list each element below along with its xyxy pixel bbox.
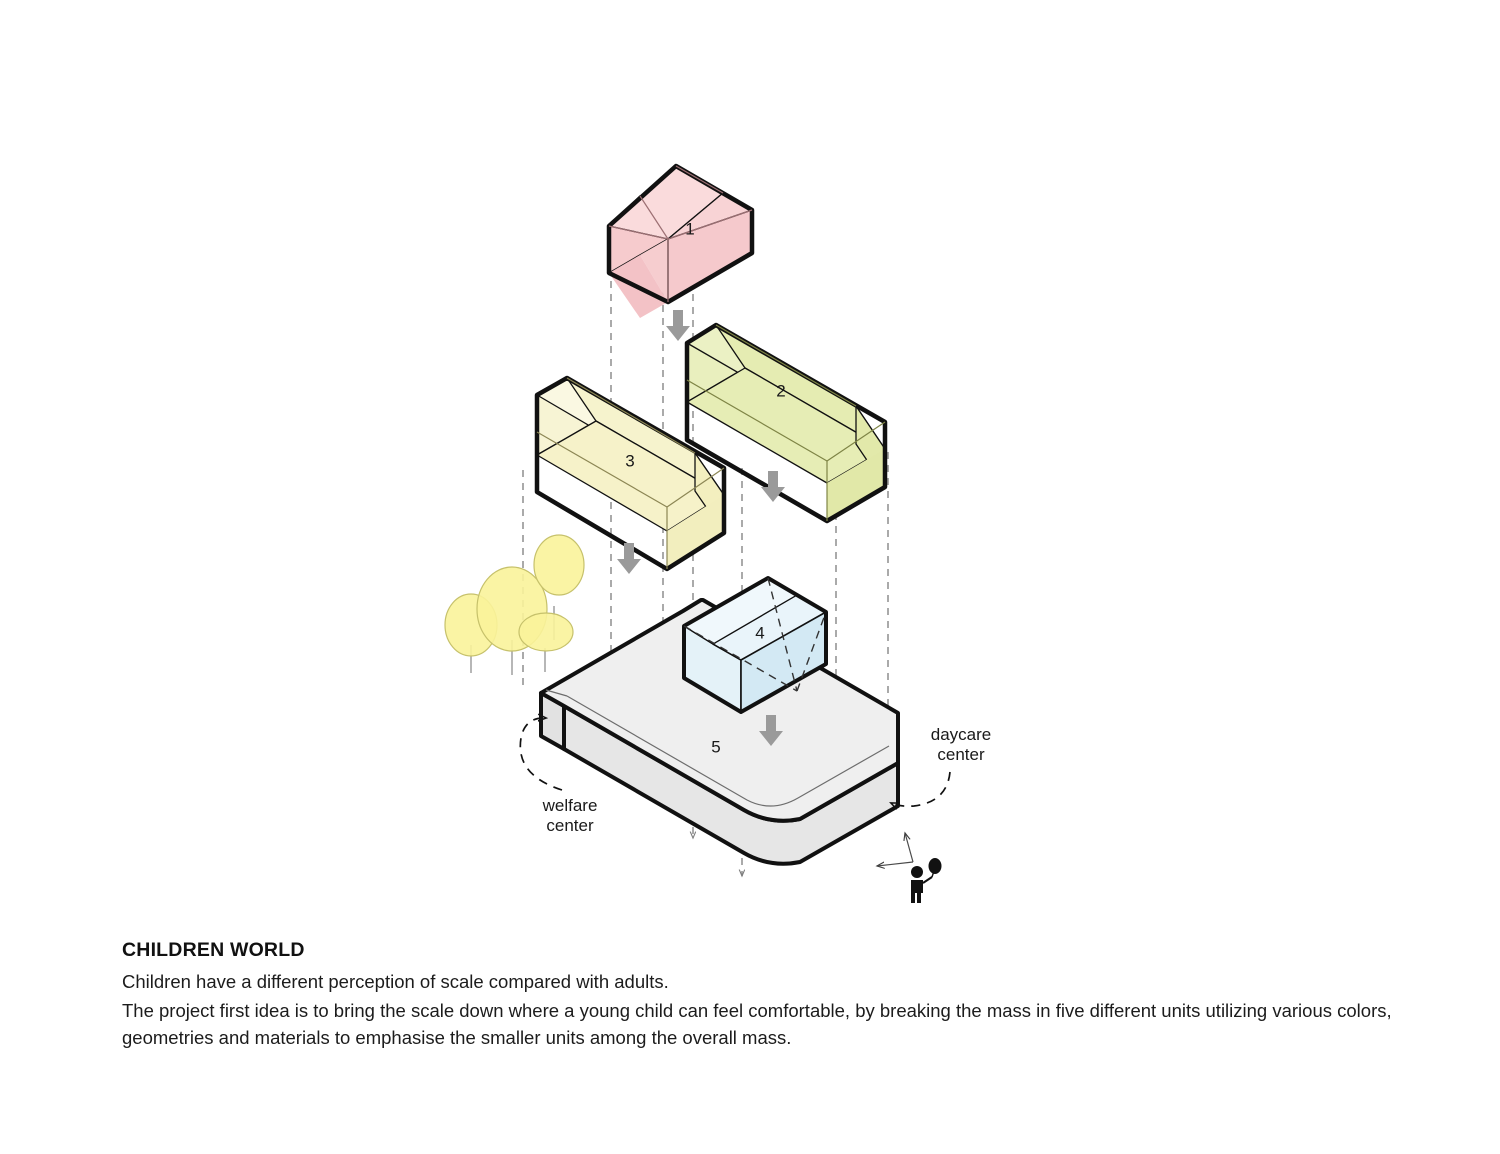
figure-arm	[922, 876, 933, 884]
daycare-center-label-line2: center	[937, 745, 985, 764]
volume-3-bottom-strip	[537, 455, 724, 569]
volume-1-label: 1	[685, 219, 694, 238]
assembly-drop-arrow	[761, 471, 785, 502]
assembly-drop-arrows	[617, 310, 785, 746]
daycare-center-label-line1: daycare	[931, 725, 991, 744]
volume-1-pink-gable-bar: 1	[606, 163, 755, 318]
caption-line-1: Children have a different perception of …	[122, 971, 669, 993]
volume-2-bottom-strip	[687, 402, 885, 521]
tree-canopy	[444, 534, 585, 657]
volume-2-label: 2	[776, 381, 785, 400]
volume-3-cream-gable-bar: 3	[534, 375, 727, 572]
welfare-center-label-line1: welfare	[542, 796, 598, 815]
volume-5-label: 5	[711, 737, 720, 756]
tree-cluster	[444, 534, 585, 675]
assembly-drop-arrow	[759, 715, 783, 746]
volume-4-outline	[682, 576, 828, 714]
figure-body	[911, 880, 923, 903]
assembly-drop-arrow	[666, 310, 690, 341]
volume-3-label: 3	[625, 451, 634, 470]
daycare-center-callout: daycare center	[891, 725, 991, 806]
exploded-axonometric-diagram: 4 3	[444, 163, 991, 903]
volume-3-edge-lines	[536, 377, 725, 569]
platform-inner-edge-line	[545, 689, 568, 697]
welfare-center-label-line2: center	[546, 816, 594, 835]
caption-block: CHILDREN WORLD Children have a different…	[122, 938, 1412, 1052]
volume-4-label: 4	[755, 623, 764, 642]
platform-inner-edge-line	[566, 695, 890, 807]
volume-4-blue-gable-bar: 4	[682, 576, 828, 714]
tree-canopy	[518, 612, 574, 652]
volume-2-green-gable-bar: 2	[684, 322, 888, 524]
volume-1-edge-lines	[608, 165, 753, 302]
figure-head	[911, 866, 923, 878]
daycare-center-arrow	[891, 771, 951, 806]
volume-4-hidden-edges	[683, 577, 827, 692]
child-with-balloon-figure	[877, 833, 942, 903]
welfare-center-arrow	[519, 718, 563, 791]
page-title: CHILDREN WORLD	[122, 939, 305, 961]
balloon-icon	[928, 858, 942, 874]
welfare-center-callout: welfare center	[519, 718, 598, 835]
diagram-canvas: 4 3	[444, 163, 991, 903]
volume-2-edge-lines	[686, 324, 886, 521]
caption-paragraph: The project first idea is to bring the s…	[122, 1000, 1392, 1048]
figure-scale-leaders	[877, 833, 914, 866]
tree-canopy	[533, 534, 585, 596]
assembly-drop-arrow	[617, 543, 641, 574]
